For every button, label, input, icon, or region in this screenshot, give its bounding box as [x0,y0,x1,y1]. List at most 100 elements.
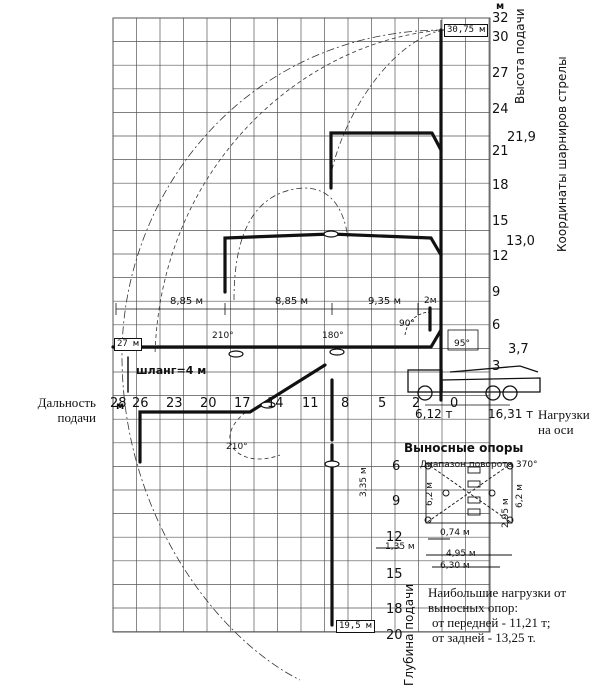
y-tick: 15 [492,214,509,229]
x-tick: 17 [234,396,251,411]
angle-label: 95° [454,339,470,349]
y-tick: 3 [492,359,501,374]
outrigger-beam [467,480,481,488]
axle-load-rear: 16,31 т [488,407,534,421]
max-depth-box: 19,5 м [336,620,375,633]
outrigger-dim: 3,35 м [359,467,369,497]
truck-body [441,377,541,393]
x-tick: 5 [378,396,387,411]
outer-reach-arc [121,29,445,681]
hose-label: шланг=4 м [136,364,207,377]
outrigger-dim: 2,95 м [501,498,511,528]
x-tick: 8 [341,396,350,411]
outrigger-pad [506,516,514,524]
rotation-range-label: Диапазон поворота 370° [420,460,538,470]
angle-label: 210° [212,331,234,341]
boom-mid-fold [223,232,433,294]
outrigger-dim: 4,95 м [446,549,476,559]
truck-wheel [417,385,433,401]
outrigger-pad [506,462,514,470]
grid [112,17,491,633]
outriggers-plan [376,462,514,568]
depth-tick: 6 [392,459,401,474]
angle-label: 180° [322,331,344,341]
x-tick: 0 [450,396,459,411]
boom-joint [228,350,244,358]
angle-label: 210° [226,442,248,452]
max-loads-note: Наибольшие нагрузки от выносных опор: от… [428,585,567,645]
outrigger-dim: 6,2 м [425,482,435,506]
outrigger-beam [467,466,481,474]
hinge-height-label: 21,9 [507,130,536,145]
outrigger-diag [425,462,513,524]
axle-loads-title: Нагрузки на оси [538,407,590,437]
outrigger-dim: 1,35 м [385,542,415,552]
lower-reach-arc [229,411,281,460]
y-axis-unit: м [496,1,505,12]
joints-axis-title: Координаты шарниров стрелы [555,56,569,252]
truck-drawing [407,365,541,406]
segment-length: 9,35 м [368,296,401,307]
outrigger-beam [467,508,481,516]
grid-frame [112,17,491,633]
x-tick: 14 [267,396,284,411]
x-tick: 26 [132,396,149,411]
outrigger-dim: 6,30 м [440,561,470,571]
depth-tick: 20 [386,628,403,643]
boom-joint [323,230,339,238]
depth-tick: 18 [386,602,403,617]
y-tick: 6 [492,318,501,333]
y-tick: 32 [492,11,509,26]
x-tick: 2 [412,396,421,411]
boom-positions [111,28,443,627]
depth-axis-title: Глубина подачи [402,583,416,686]
boom-upper-fold [329,131,433,190]
truck-boom-rest [449,365,539,373]
boom-joint [324,460,340,468]
boom-horizontal [111,328,443,349]
inner-reach-arc [154,29,445,356]
segment-length: 2м [424,296,437,306]
y-tick: 21 [492,144,509,159]
outrigger-pad [442,489,450,497]
axle-load-front: 6,12 т [415,407,453,421]
outrigger-frame [425,462,513,524]
y-tick: 18 [492,178,509,193]
y-tick: 30 [492,30,509,45]
truck-wheel [485,385,501,401]
reach-envelopes [121,29,445,681]
hinge-height-label: 13,0 [506,234,535,249]
hinge-height-label: 3,7 [508,342,529,357]
y-tick: 24 [492,102,509,117]
x-tick: 28 [110,396,127,411]
boom-joint [260,401,276,409]
x-tick: 11 [302,396,319,411]
outrigger-pad [424,516,432,524]
outrigger-dim: 0,74 м [440,528,470,538]
angle-box [447,329,479,351]
height-axis-title: Высота подачи [513,8,527,104]
truck-wheel [502,385,518,401]
angle-label: 90° [399,319,415,329]
depth-tick: 15 [386,567,403,582]
mid-reach-arc [233,187,349,301]
outrigger-pad [424,462,432,470]
top-reach-arc [329,29,445,181]
dimension-lines [115,303,479,351]
y-tick: 12 [492,249,509,264]
truck-cab [407,369,443,393]
y-tick: 27 [492,66,509,81]
boom-lower-fold [138,363,327,464]
outrigger-beam [467,496,481,504]
reach-title: Дальность подачи [37,395,96,425]
outriggers-title: Выносные опоры [404,441,524,455]
outrigger-pad [488,489,496,497]
segment-length: 8,85 м [170,296,203,307]
max-height-box: 30,75 м [444,24,488,37]
boom-joint [329,348,345,356]
x-tick: 23 [166,396,183,411]
segment-length: 8,85 м [275,296,308,307]
outrigger-dim: 6,2 м [515,484,525,508]
depth-tick: 12 [386,530,403,545]
reach-27-box: 27 м [114,338,142,351]
